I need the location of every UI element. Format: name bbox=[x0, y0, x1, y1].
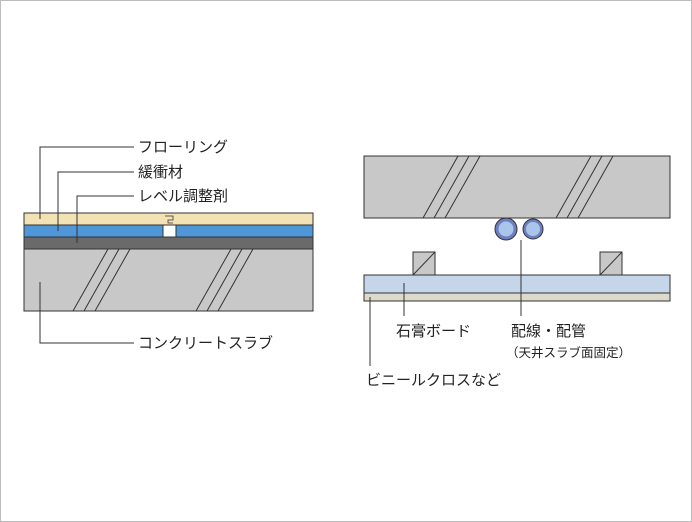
floor-section bbox=[23, 146, 314, 344]
leader-lines bbox=[39, 146, 134, 344]
gypsum-board bbox=[363, 274, 671, 294]
cushion-gap bbox=[162, 224, 177, 238]
ceiling-section bbox=[363, 155, 671, 366]
concrete-hatch bbox=[72, 248, 254, 312]
label-wiring-note: （天井スラブ面固定） bbox=[506, 345, 631, 360]
leveling-layer bbox=[23, 236, 314, 250]
flooring-joint bbox=[165, 215, 174, 224]
label-slab: コンクリートスラブ bbox=[138, 334, 273, 352]
slab-hatch bbox=[422, 155, 614, 219]
concrete-slab bbox=[23, 248, 314, 312]
leader-lines bbox=[369, 240, 522, 366]
label-cloth: ビニールクロスなど bbox=[366, 371, 501, 389]
label-flooring: フローリング bbox=[138, 138, 228, 156]
label-wiring: 配線・配管 bbox=[511, 322, 586, 340]
label-gypsum: 石膏ボード bbox=[396, 322, 471, 340]
ceiling-slab bbox=[363, 155, 671, 219]
vinyl-cloth bbox=[363, 292, 671, 302]
label-leveling: レベル調整剤 bbox=[138, 187, 228, 205]
label-cushion: 緩衝材 bbox=[138, 163, 183, 181]
